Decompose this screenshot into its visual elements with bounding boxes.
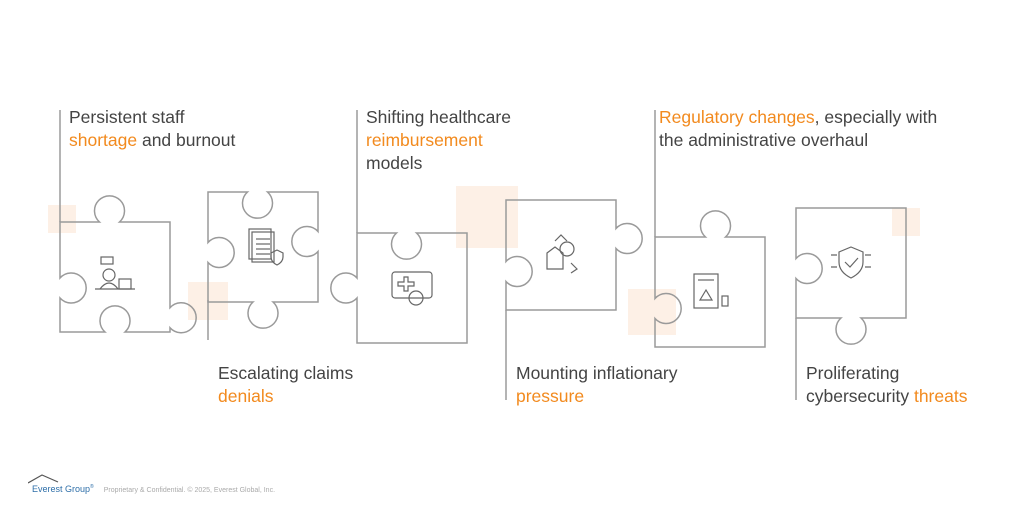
label-text: and burnout	[137, 130, 236, 150]
logo-mark: ®	[90, 484, 94, 490]
label-highlight: Regulatory changes	[659, 107, 815, 127]
everest-group-logo: Everest Group®	[28, 474, 94, 494]
puzzle-piece	[330, 232, 468, 344]
label-highlight: threats	[913, 386, 968, 406]
puzzle-piece	[654, 210, 766, 348]
challenge-label-staff-shortage: Persistent staff shortage and burnout	[69, 106, 289, 152]
label-text: Escalating claims	[218, 363, 354, 383]
label-highlight: shortage	[69, 130, 138, 150]
challenge-label-regulatory-changes: Regulatory changes, especially with the …	[659, 106, 959, 152]
challenge-label-inflationary-pressure: Mounting inflationary pressure	[516, 362, 716, 408]
logo-text: Everest Group	[32, 484, 91, 494]
label-highlight: reimbursement	[366, 130, 483, 150]
accent-square	[48, 205, 76, 233]
label-text: Mounting inflationary	[516, 363, 678, 383]
challenge-label-cybersecurity-threats: Proliferating cybersecurity threats	[806, 362, 1006, 408]
denied-claim-document-icon	[248, 228, 284, 266]
tired-worker-icon	[95, 256, 135, 290]
puzzle-piece	[505, 199, 643, 311]
cyber-shield-threat-icon	[831, 246, 871, 279]
accent-square	[628, 289, 676, 335]
copyright-text: Proprietary & Confidential. © 2025, Ever…	[103, 487, 276, 494]
puzzle-piece	[207, 191, 319, 329]
accent-square	[456, 186, 518, 248]
label-text: models	[366, 153, 423, 173]
medical-reimbursement-card-icon	[391, 271, 433, 306]
footer: Everest Group® Proprietary & Confidentia…	[28, 474, 276, 494]
challenge-label-claims-denials: Escalating claims denials	[218, 362, 398, 408]
rising-price-tags-icon	[546, 234, 578, 274]
label-highlight: pressure	[516, 386, 585, 406]
label-text: Proliferating cybersecurity	[806, 363, 914, 406]
regulation-warning-document-icon	[693, 273, 729, 309]
challenge-label-reimbursement-models: Shifting healthcare reimbursement models	[366, 106, 566, 175]
label-highlight: denials	[218, 386, 274, 406]
label-text: Persistent staff	[69, 107, 185, 127]
label-text: Shifting healthcare	[366, 107, 511, 127]
label-text: , especially with the administrative ove…	[659, 107, 938, 150]
puzzle-piece	[795, 207, 907, 345]
puzzle-piece	[59, 195, 197, 334]
logo-peak-icon	[28, 474, 59, 484]
